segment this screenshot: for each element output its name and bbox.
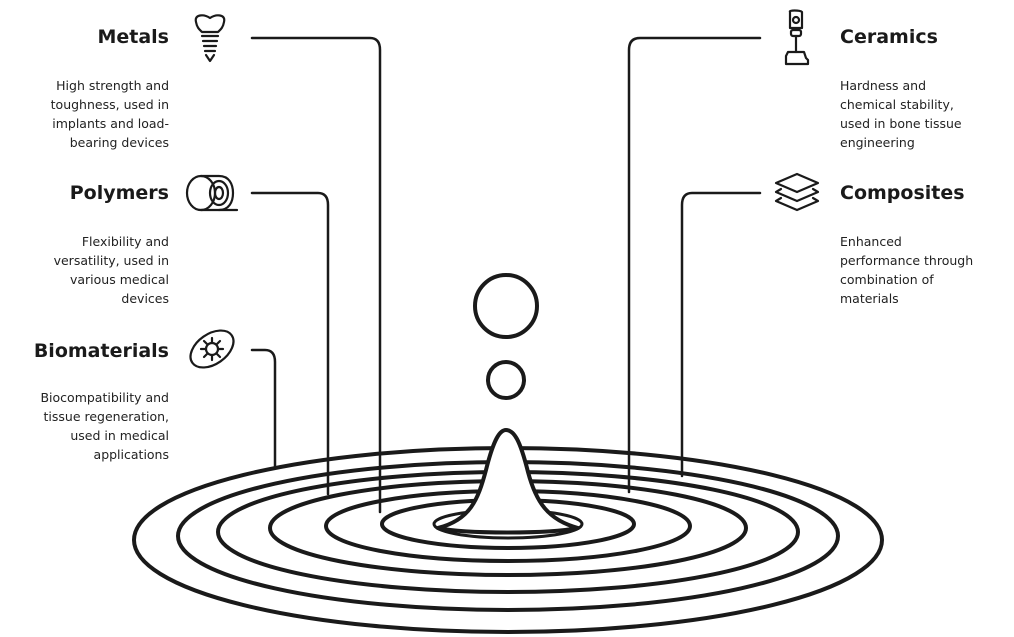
- biomaterials-description: Biocompatibility and tissue regeneration…: [0, 388, 169, 464]
- droplet-small: [488, 362, 524, 398]
- prosthetic-leg-icon: [778, 8, 814, 66]
- tape-roll-icon: [183, 172, 239, 214]
- polymers-title: Polymers: [70, 182, 169, 204]
- composites-description: Enhanced performance through combination…: [840, 232, 1010, 308]
- cell-icon: [186, 324, 238, 374]
- ceramics-description: Hardness and chemical stability, used in…: [840, 76, 1010, 152]
- ceramics-title: Ceramics: [840, 26, 938, 48]
- connector-ceramics: [629, 38, 760, 492]
- connector-biomaterials: [252, 350, 275, 468]
- connector-polymers: [252, 193, 328, 494]
- dental-implant-icon: [190, 12, 230, 64]
- biomaterials-title: Biomaterials: [34, 340, 169, 362]
- droplet-large: [475, 275, 537, 337]
- connector-metals: [252, 38, 380, 512]
- composites-title: Composites: [840, 182, 965, 204]
- polymers-description: Flexibility and versatility, used in var…: [0, 232, 169, 308]
- connector-composites: [682, 193, 760, 476]
- metals-description: High strength and toughness, used in imp…: [0, 76, 169, 152]
- layers-icon: [772, 170, 822, 216]
- metals-title: Metals: [97, 26, 169, 48]
